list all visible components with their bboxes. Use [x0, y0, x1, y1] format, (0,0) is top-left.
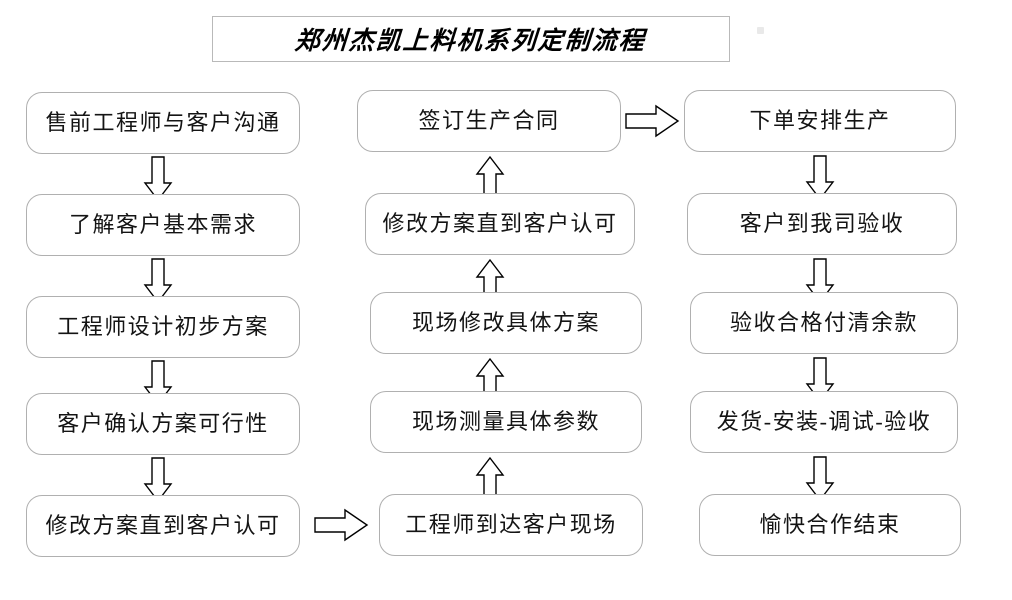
node-col1-4[interactable]: 客户确认方案可行性: [26, 393, 300, 455]
node-col2-1[interactable]: 签订生产合同: [357, 90, 621, 152]
node-label: 工程师设计初步方案: [57, 314, 269, 339]
node-label: 修改方案直到客户认可: [45, 513, 281, 538]
chart-title-box: 郑州杰凯上料机系列定制流程: [212, 16, 730, 62]
node-label: 工程师到达客户现场: [405, 512, 617, 537]
node-label: 发货-安装-调试-验收: [716, 409, 932, 434]
node-col2-2[interactable]: 修改方案直到客户认可: [365, 193, 635, 255]
node-col1-2[interactable]: 了解客户基本需求: [26, 194, 300, 256]
node-col1-5[interactable]: 修改方案直到客户认可: [26, 495, 300, 557]
node-label: 愉快合作结束: [759, 512, 901, 537]
arrow-down-col1-4: [143, 457, 173, 503]
arrow-right-col1-to-col2: [314, 508, 369, 542]
node-label: 客户到我司验收: [739, 211, 905, 236]
arrow-down-col3-1: [805, 155, 835, 201]
node-col3-5[interactable]: 愉快合作结束: [699, 494, 961, 556]
node-label: 修改方案直到客户认可: [382, 211, 618, 236]
node-col3-1[interactable]: 下单安排生产: [684, 90, 956, 152]
arrow-right-col2-to-col3: [625, 104, 680, 138]
node-label: 验收合格付清余款: [729, 310, 918, 335]
node-col3-2[interactable]: 客户到我司验收: [687, 193, 957, 255]
node-col2-5[interactable]: 工程师到达客户现场: [379, 494, 643, 556]
arrow-down-col1-2: [143, 258, 173, 304]
node-label: 现场测量具体参数: [411, 409, 600, 434]
node-label: 客户确认方案可行性: [57, 411, 269, 436]
node-label: 现场修改具体方案: [411, 310, 600, 335]
node-label: 售前工程师与客户沟通: [45, 110, 281, 135]
node-col2-3[interactable]: 现场修改具体方案: [370, 292, 642, 354]
chart-title: 郑州杰凯上料机系列定制流程: [294, 28, 648, 55]
arrow-down-col3-4: [805, 456, 835, 502]
watermark-dot: [757, 27, 764, 34]
node-label: 下单安排生产: [749, 108, 891, 133]
node-col1-3[interactable]: 工程师设计初步方案: [26, 296, 300, 358]
node-col3-3[interactable]: 验收合格付清余款: [690, 292, 958, 354]
node-col2-4[interactable]: 现场测量具体参数: [370, 391, 642, 453]
node-col3-4[interactable]: 发货-安装-调试-验收: [690, 391, 958, 453]
node-label: 了解客户基本需求: [68, 212, 257, 237]
node-label: 签订生产合同: [418, 108, 560, 133]
node-col1-1[interactable]: 售前工程师与客户沟通: [26, 92, 300, 154]
arrow-down-col1-1: [143, 156, 173, 202]
